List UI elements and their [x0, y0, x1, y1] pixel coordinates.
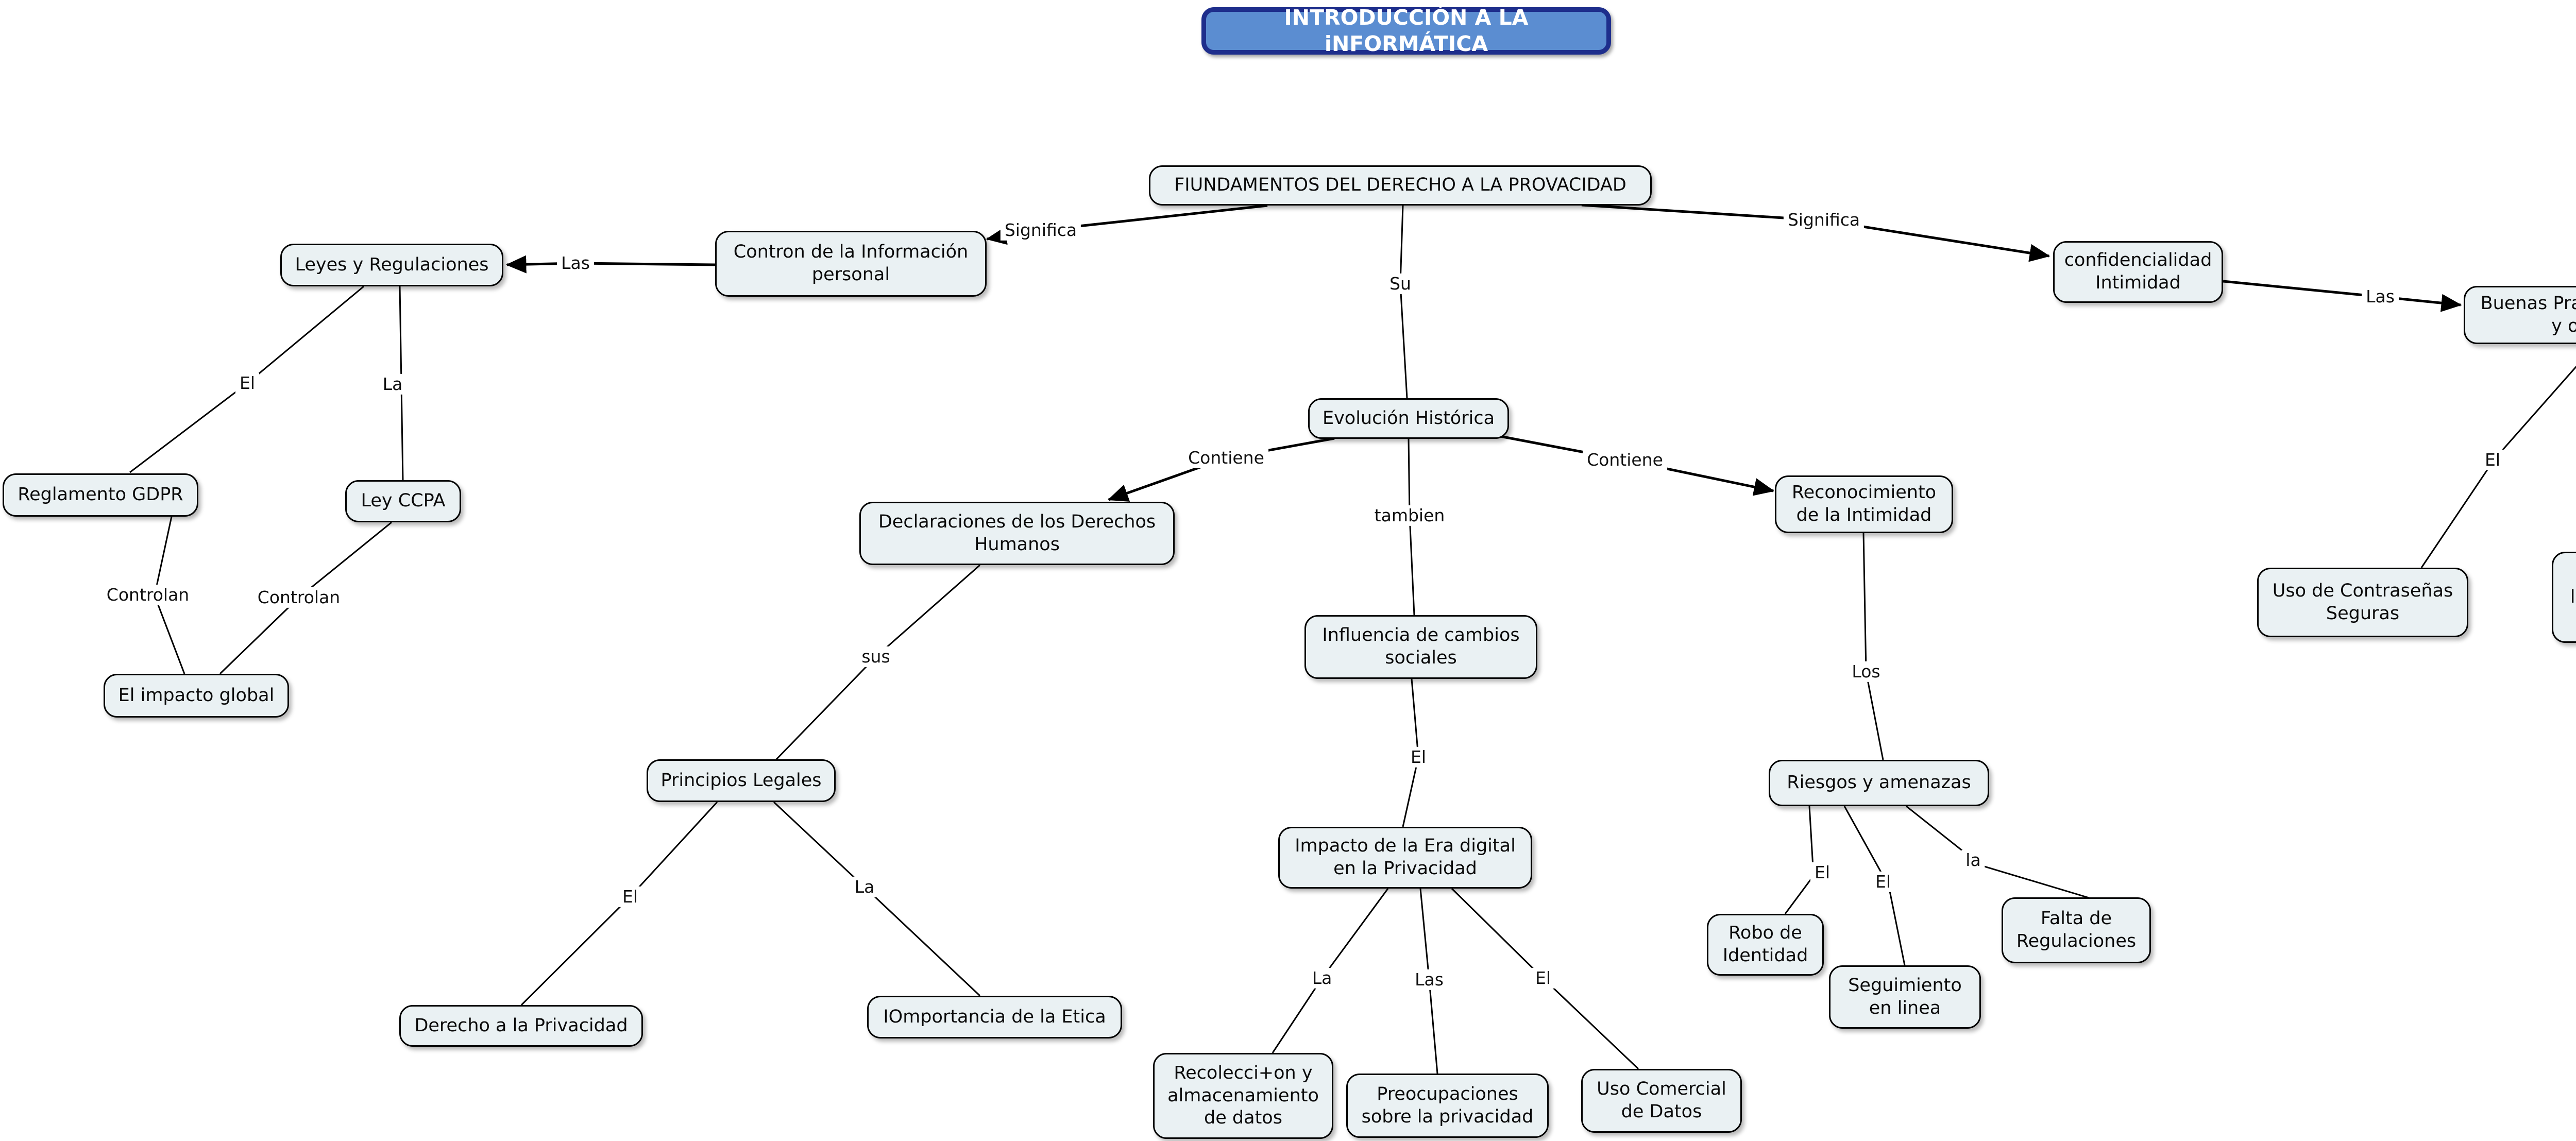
node-leyes-label: Leyes y Regulaciones: [295, 254, 489, 275]
node-principios-label: Principios Legales: [660, 770, 822, 791]
node-robo-label: Robo de Identidad: [1722, 923, 1808, 966]
node-title[interactable]: INTRODUCCIÓN A LA iNFORMÁTICA: [1201, 5, 1611, 56]
edge-label-leyes-ccpa[interactable]: La: [378, 373, 407, 395]
edge-line-riesgos-falta: [1906, 805, 2090, 899]
edge-label-principios-etica[interactable]: La: [850, 876, 879, 898]
edge-label-leyes-gdpr[interactable]: El: [235, 372, 260, 394]
node-evolucion-label: Evolución Histórica: [1322, 407, 1495, 429]
edge-label-riesgos-robo[interactable]: El: [1810, 862, 1835, 883]
edge-label-impacto-era-recoleccion[interactable]: La: [1308, 967, 1336, 989]
edge-label-evolucion-influencia[interactable]: tambien: [1370, 505, 1449, 526]
node-seguimiento-label: Seguimiento en linea: [1848, 975, 1962, 1018]
edge-label-ccpa-impacto-global[interactable]: Controlan: [253, 587, 345, 608]
edge-label-evolucion-reconocimiento[interactable]: Contiene: [1583, 449, 1667, 471]
edge-line-riesgos-robo: [1784, 806, 1815, 914]
node-impacto-era-label: Impacto de la Era digital en la Privacid…: [1295, 836, 1516, 879]
node-reconocimiento-label: Reconocimiento de la Intimidad: [1791, 482, 1937, 525]
node-derecho-label: Derecho a la Privacidad: [414, 1015, 628, 1036]
node-buenas[interactable]: Buenas Practicaas para usuarios y organi…: [2464, 286, 2576, 344]
node-recoleccion-label: Recolecci+on y almacenamiento de datos: [1167, 1062, 1319, 1129]
node-robo[interactable]: Robo de Identidad: [1707, 914, 1824, 976]
node-buenas-label: Buenas Practicaas para usuarios y organi…: [2480, 293, 2576, 336]
edge-line-fundamentos-evolucion: [1399, 205, 1408, 399]
node-confidencialidad[interactable]: confidencialidad Intimidad: [2053, 241, 2223, 303]
node-etica[interactable]: IOmportancia de la Etica: [867, 996, 1122, 1038]
node-uso-contrasenas-label: Uso de Contraseñas Seguras: [2272, 580, 2453, 624]
edge-line-confidencialidad-buenas: [2223, 280, 2462, 312]
edge-line-reconocimiento-riesgos: [1862, 533, 1884, 760]
node-evolucion[interactable]: Evolución Histórica: [1308, 398, 1509, 439]
edge-label-gdpr-impacto-global[interactable]: Controlan: [102, 584, 194, 606]
edge-label-influencia-impacto-era[interactable]: El: [1406, 746, 1431, 768]
node-riesgos[interactable]: Riesgos y amenazas: [1769, 760, 1989, 806]
node-etica-label: IOmportancia de la Etica: [883, 1006, 1106, 1027]
node-leyes[interactable]: Leyes y Regulaciones: [280, 244, 503, 286]
node-principios[interactable]: Principios Legales: [647, 759, 836, 802]
edge-label-riesgos-seguimiento[interactable]: El: [1871, 871, 1895, 893]
edge-label-contron-leyes[interactable]: Las: [557, 252, 594, 274]
node-impacto-global-label: El impacto global: [118, 685, 275, 706]
edge-line-principios-etica: [773, 801, 981, 997]
node-influencia[interactable]: Influencia de cambios sociales: [1304, 615, 1537, 679]
node-ccpa[interactable]: Ley CCPA: [345, 480, 461, 522]
edge-label-declaraciones-principios[interactable]: sus: [857, 646, 894, 668]
node-impacto-global[interactable]: El impacto global: [104, 674, 289, 718]
node-fundamentos[interactable]: FIUNDAMENTOS DEL DERECHO A LA PROVACIDAD: [1149, 165, 1652, 206]
node-riesgos-label: Riesgos y amenazas: [1787, 772, 1971, 793]
edge-label-riesgos-falta[interactable]: la: [1961, 849, 1985, 871]
node-cautela-label: Cautela con la Información compartida: [2570, 586, 2576, 607]
node-uso-comercial[interactable]: Uso Comercial de Datos: [1581, 1069, 1742, 1133]
edge-label-fundamentos-contron[interactable]: Significa: [1000, 219, 1081, 241]
node-impacto-era[interactable]: Impacto de la Era digital en la Privacid…: [1278, 827, 1532, 889]
node-uso-contrasenas[interactable]: Uso de Contraseñas Seguras: [2257, 568, 2468, 637]
edge-line-contron-leyes: [505, 255, 716, 274]
node-declaraciones-label: Declaraciones de los Derechos Humanos: [878, 511, 1156, 555]
node-gdpr-label: Reglamento GDPR: [18, 484, 183, 505]
node-recoleccion[interactable]: Recolecci+on y almacenamiento de datos: [1153, 1053, 1333, 1139]
node-gdpr[interactable]: Reglamento GDPR: [3, 473, 198, 517]
node-contron-label: Contron de la Información personal: [733, 242, 969, 285]
node-seguimiento[interactable]: Seguimiento en linea: [1829, 965, 1981, 1029]
edge-label-principios-derecho[interactable]: El: [618, 886, 642, 908]
node-preocupaciones[interactable]: Preocupaciones sobre la privacidad: [1346, 1074, 1549, 1138]
edge-line-evolucion-influencia: [1408, 438, 1415, 616]
edge-label-impacto-era-preocupaciones[interactable]: Las: [1411, 969, 1448, 991]
node-contron[interactable]: Contron de la Información personal: [715, 231, 987, 297]
edge-label-impacto-era-uso-comercial[interactable]: El: [1531, 967, 1555, 989]
node-confidencialidad-label: confidencialidad Intimidad: [2064, 250, 2212, 293]
node-preocupaciones-label: Preocupaciones sobre la privacidad: [1361, 1083, 1534, 1127]
edge-label-reconocimiento-riesgos[interactable]: Los: [1848, 661, 1885, 683]
node-cautela[interactable]: Cautela con la Información compartida: [2552, 552, 2576, 643]
edge-label-fundamentos-evolucion[interactable]: Su: [1385, 273, 1415, 295]
edge-label-buenas-uso-contrasenas[interactable]: El: [2480, 449, 2505, 471]
node-derecho[interactable]: Derecho a la Privacidad: [399, 1005, 643, 1047]
node-influencia-label: Influencia de cambios sociales: [1322, 625, 1520, 668]
node-title-label: INTRODUCCIÓN A LA iNFORMÁTICA: [1284, 5, 1529, 56]
node-falta-label: Falta de Regulaciones: [2016, 908, 2137, 951]
edge-label-evolucion-declaraciones[interactable]: Contiene: [1184, 447, 1268, 469]
node-declaraciones[interactable]: Declaraciones de los Derechos Humanos: [859, 502, 1175, 565]
node-ccpa-label: Ley CCPA: [361, 490, 446, 512]
node-reconocimiento[interactable]: Reconocimiento de la Intimidad: [1775, 475, 1953, 533]
edge-label-fundamentos-confidencialidad[interactable]: Significa: [1783, 209, 1865, 231]
node-uso-comercial-label: Uso Comercial de Datos: [1597, 1079, 1726, 1122]
edge-label-confidencialidad-buenas[interactable]: Las: [2362, 286, 2399, 308]
node-fundamentos-label: FIUNDAMENTOS DEL DERECHO A LA PROVACIDAD: [1174, 175, 1626, 196]
node-falta[interactable]: Falta de Regulaciones: [2002, 897, 2151, 963]
